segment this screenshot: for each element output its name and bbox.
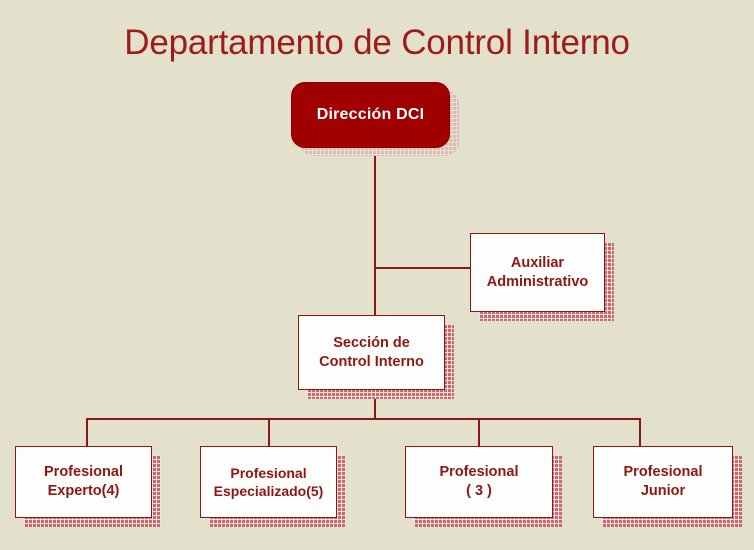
connector-drop-profesional-especializado xyxy=(268,418,270,446)
page-title: Departamento de Control Interno xyxy=(124,23,630,62)
connector-root-to-seccion xyxy=(374,148,376,316)
node-profesional-experto[interactable]: Profesional Experto(4) xyxy=(15,446,152,518)
connector-bus xyxy=(86,418,641,420)
connector-seccion-to-bus xyxy=(374,390,376,420)
node-profesional-junior-label: Profesional Junior xyxy=(623,464,703,499)
node-profesional-especializado[interactable]: Profesional Especializado(5) xyxy=(200,446,337,518)
connector-drop-profesional xyxy=(478,418,480,446)
node-seccion-control-interno-label: Sección de Control Interno xyxy=(319,334,424,370)
node-profesional[interactable]: Profesional ( 3 ) xyxy=(405,446,553,518)
node-seccion-control-interno[interactable]: Sección de Control Interno xyxy=(298,315,445,390)
connector-trunk-to-auxiliar xyxy=(374,267,471,269)
node-profesional-especializado-label: Profesional Especializado(5) xyxy=(213,465,324,499)
node-direccion-dci[interactable]: Dirección DCI xyxy=(291,82,450,148)
connector-drop-profesional-experto xyxy=(86,418,88,446)
node-auxiliar-administrativo-label: Auxiliar Administrativo xyxy=(486,254,589,290)
node-direccion-dci-label: Dirección DCI xyxy=(316,106,425,123)
node-profesional-junior[interactable]: Profesional Junior xyxy=(593,446,733,518)
node-profesional-label: Profesional ( 3 ) xyxy=(439,464,519,499)
node-auxiliar-administrativo[interactable]: Auxiliar Administrativo xyxy=(470,233,605,312)
node-profesional-experto-label: Profesional Experto(4) xyxy=(44,464,123,499)
connector-drop-profesional-junior xyxy=(639,418,641,446)
